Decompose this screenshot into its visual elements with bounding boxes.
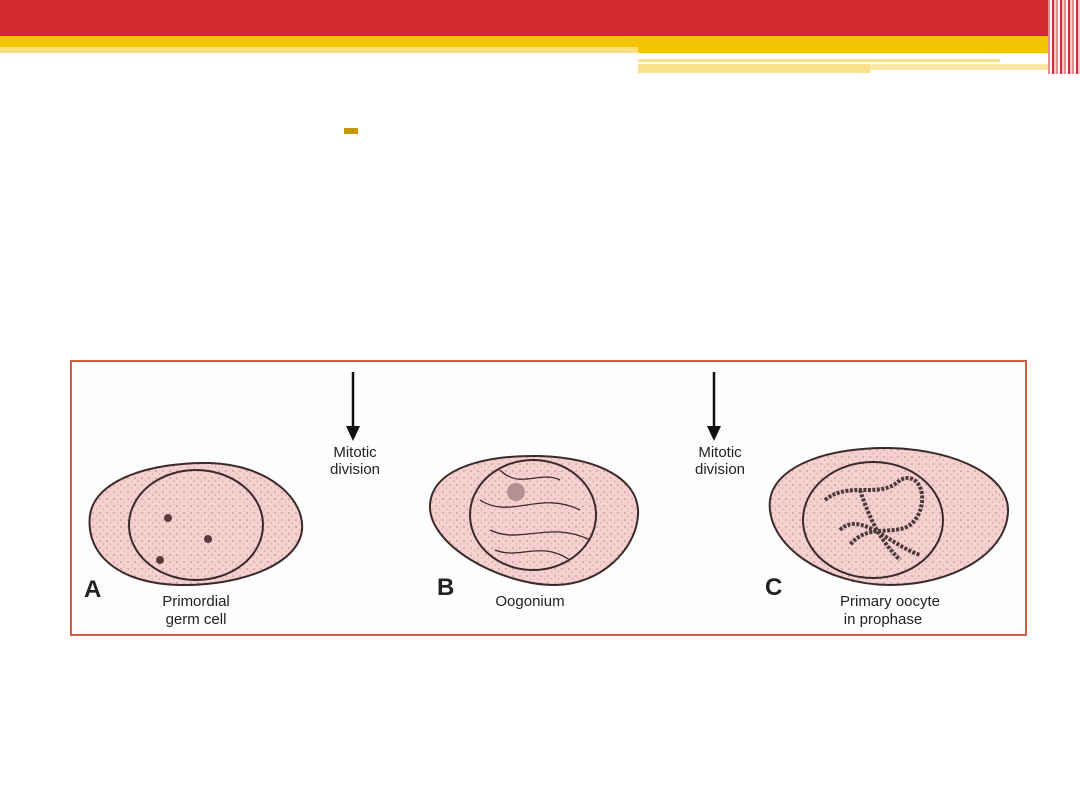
header-yellow-stripe (638, 59, 1000, 62)
header-corner-stripes (1048, 0, 1080, 74)
arrow-label: division (695, 461, 745, 478)
cell-letter: C (765, 574, 782, 601)
cell-letter: B (437, 574, 454, 601)
arrow-down-icon (707, 372, 721, 441)
header-yellow-band (0, 36, 1062, 47)
cell-label: Primordial (162, 593, 230, 610)
bullet-marker (344, 128, 358, 134)
arrow-label: Mitotic (698, 444, 742, 461)
cell-label: Oogonium (495, 593, 564, 610)
cell-letter: A (84, 576, 101, 603)
header-yellow-stripe (870, 64, 1060, 70)
arrow-label: division (330, 461, 380, 478)
header-yellow-light-band (0, 47, 638, 53)
cell-label: in prophase (844, 611, 922, 628)
cell-label: germ cell (166, 611, 227, 628)
header-yellow-band-right (638, 47, 1062, 53)
arrow-down-icon (346, 372, 360, 441)
oogonium-cell (428, 454, 640, 587)
arrow-label: Mitotic (333, 444, 377, 461)
header-yellow-stripe (638, 64, 870, 73)
header-red-band (0, 0, 1080, 36)
primary-oocyte-cell (768, 446, 1010, 587)
primordial-germ-cell (88, 461, 304, 587)
cell-label: Primary oocyte (840, 593, 940, 610)
